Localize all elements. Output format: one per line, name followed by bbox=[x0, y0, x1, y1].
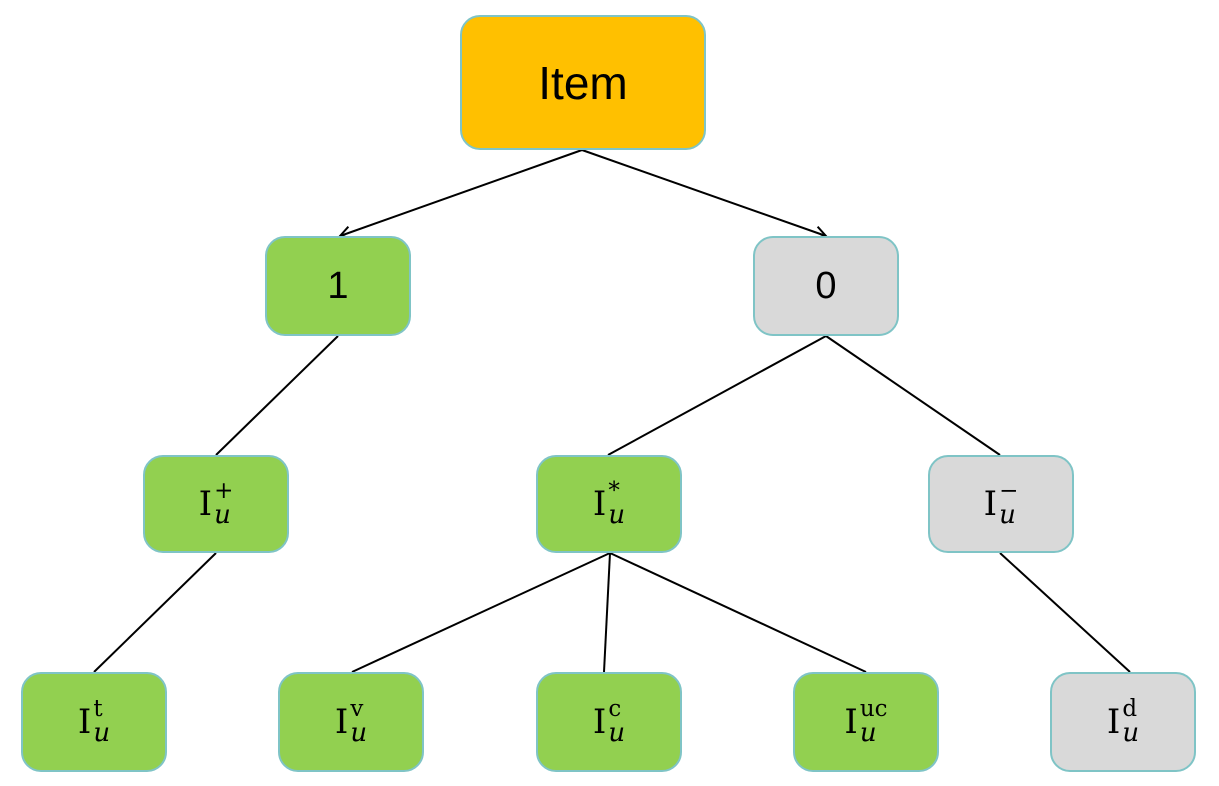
edge-iu-minus-to-iu-d bbox=[999, 552, 1131, 673]
set-label-iu-minus: I −u bbox=[983, 478, 1019, 530]
root-label: Item bbox=[538, 56, 628, 109]
edge-0-to-iu-star bbox=[607, 335, 827, 456]
set-label-iu-star: I *u bbox=[592, 478, 626, 530]
set-label-iu-plus: I +u bbox=[198, 478, 234, 530]
edge-iu-star-to-iu-v bbox=[351, 552, 611, 673]
branch-node-1: 1 bbox=[265, 236, 411, 336]
edge-item-to-1 bbox=[340, 149, 583, 236]
root-node-item: Item bbox=[460, 15, 706, 150]
set-node-iu-plus: I +u bbox=[143, 455, 289, 553]
edge-iu-star-to-iu-c bbox=[603, 552, 611, 673]
edge-item-to-0 bbox=[581, 149, 826, 236]
branch-label-0: 0 bbox=[815, 264, 837, 307]
branch-label-1: 1 bbox=[327, 264, 349, 307]
edge-iu-star-to-iu-uc bbox=[609, 552, 867, 673]
set-node-iu-minus: I −u bbox=[928, 455, 1074, 553]
branch-node-0: 0 bbox=[753, 236, 899, 336]
edge-0-to-iu-minus bbox=[825, 335, 1001, 456]
edge-1-to-iu-plus bbox=[215, 335, 339, 456]
edge-iu-plus-to-iu-t bbox=[93, 552, 217, 673]
set-node-iu-star: I *u bbox=[536, 455, 682, 553]
